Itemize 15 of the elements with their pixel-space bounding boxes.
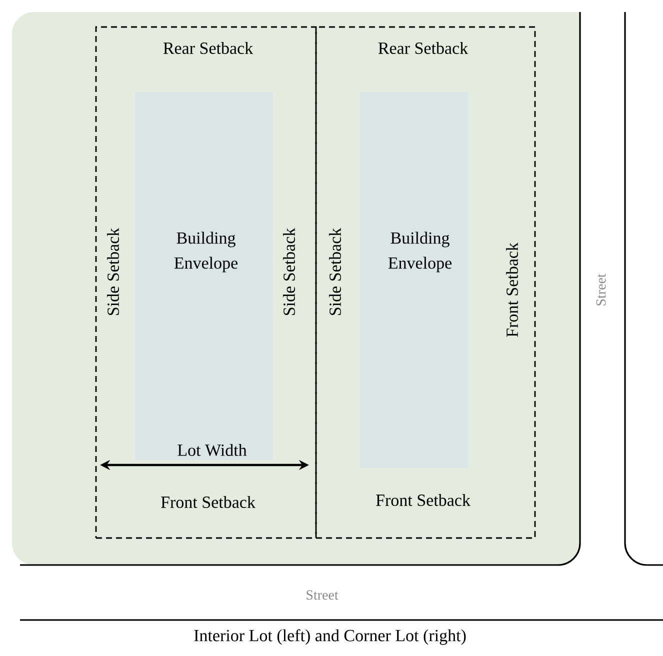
setback-label: Side Setback bbox=[283, 228, 295, 315]
lot-outline bbox=[95, 26, 317, 539]
street-label: Street bbox=[596, 274, 606, 306]
lot-outline bbox=[315, 26, 536, 539]
setback-label: Rear Setback bbox=[378, 42, 468, 54]
setback-label: Rear Setback bbox=[163, 42, 254, 54]
setback-label: Side Setback bbox=[107, 228, 119, 315]
setback-label: Front Setback bbox=[161, 496, 256, 508]
setback-label: Side Setback bbox=[329, 228, 341, 315]
building-envelope: Building Envelope bbox=[360, 92, 468, 468]
dimension-label: Lot Width bbox=[178, 444, 247, 456]
street-label: Street bbox=[306, 590, 338, 600]
caption: Interior Lot (left) and Corner Lot (right) bbox=[194, 629, 466, 645]
setback-label: Front Setback bbox=[376, 494, 470, 506]
setback-label: Front Setback bbox=[506, 242, 518, 337]
